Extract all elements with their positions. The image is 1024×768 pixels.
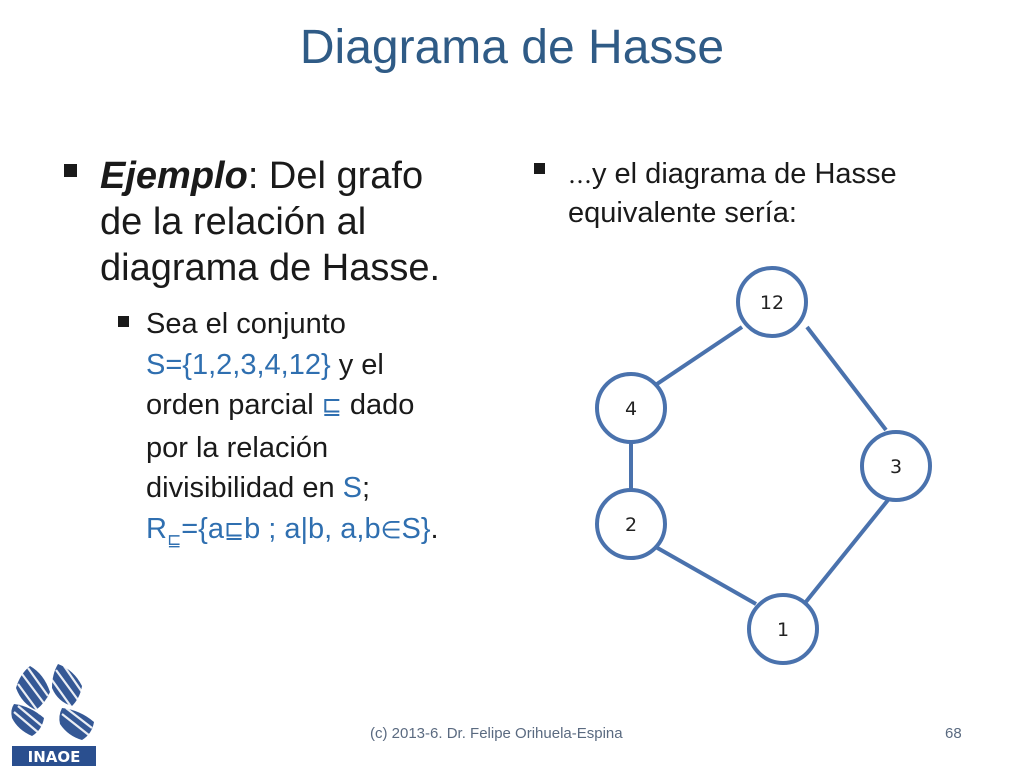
example-bullet-text: Ejemplo: Del grafo de la relación al dia…: [100, 153, 490, 291]
node-2-circle: [595, 488, 667, 560]
slide-title: Diagrama de Hasse: [299, 21, 725, 74]
node-3-label: 3: [890, 456, 902, 478]
example-line-3: diagrama de Hasse.: [100, 247, 441, 289]
node-1-label: 1: [777, 619, 789, 641]
relation-period: .: [430, 512, 439, 545]
node-4-circle: [595, 372, 667, 444]
set-line-5: divisibilidad en S;: [146, 468, 526, 509]
node-2-label: 2: [625, 514, 637, 536]
element-of-symbol: ∈: [380, 516, 402, 544]
relation-set-c: S}: [401, 512, 431, 545]
partial-order-symbol: ⊑: [321, 393, 342, 420]
inaoe-logo-icon: INAOE: [11, 664, 96, 766]
relation-set-b: b ; a|b, a,b: [244, 512, 381, 545]
set-line-5-a: divisibilidad en: [146, 472, 343, 504]
node-1-circle: [747, 593, 819, 665]
set-line-2-rest: y el: [330, 348, 384, 381]
set-line-6: R⊑={a⊑b ; a|b, a,b∈S}.: [146, 509, 526, 562]
right-line-2: equivalente sería:: [568, 197, 797, 229]
relation-R-letter: R: [146, 512, 167, 545]
page-number: 68: [945, 725, 962, 742]
node-12-circle: [736, 266, 808, 338]
ellipsis: …: [568, 161, 592, 189]
example-label: Ejemplo: [100, 155, 248, 197]
bullet-square-icon: [64, 164, 77, 177]
footer-credit: (c) 2013-6. Dr. Felipe Orihuela-Espina: [370, 725, 623, 742]
logo-text: INAOE: [28, 748, 81, 766]
edge-1-2: [653, 544, 757, 606]
edge-3-12: [805, 325, 888, 432]
set-line-3-b: dado: [341, 389, 415, 421]
set-line-1: Sea el conjunto: [146, 308, 346, 340]
set-line-3: orden parcial ⊑ dado: [146, 385, 526, 428]
example-line-2: de la relación al: [100, 201, 367, 243]
node-12-label: 12: [760, 292, 784, 314]
relation-order-symbol: ⊑: [223, 516, 245, 544]
set-line-2: S={1,2,3,4,12} y el: [146, 345, 526, 386]
edge-4-12: [655, 325, 744, 386]
set-line-4: por la relación: [146, 431, 329, 464]
relation-R-subscript: ⊑: [166, 530, 182, 550]
sub-bullet-square-icon: [118, 316, 129, 327]
set-line-3-a: orden parcial: [146, 389, 322, 421]
edge-1-3: [803, 498, 890, 605]
relation-R: R⊑={a⊑b ; a|b, a,b∈S}: [146, 512, 431, 550]
set-line-5-S: S: [342, 472, 363, 504]
relation-set-a: ={a: [181, 512, 224, 545]
set-S: S={1,2,3,4,12}: [146, 348, 331, 381]
node-4-label: 4: [625, 398, 637, 420]
right-bullet-square-icon: [534, 163, 545, 174]
node-3-circle: [860, 430, 932, 502]
set-definition-text: Sea el conjunto S={1,2,3,4,12} y el orde…: [146, 304, 526, 561]
right-line-1: y el diagrama de Hasse: [592, 158, 897, 190]
set-line-5-b: ;: [362, 472, 371, 504]
example-line-1: : Del grafo: [247, 155, 424, 197]
right-bullet-text: …y el diagrama de Hasse equivalente serí…: [568, 155, 1008, 232]
